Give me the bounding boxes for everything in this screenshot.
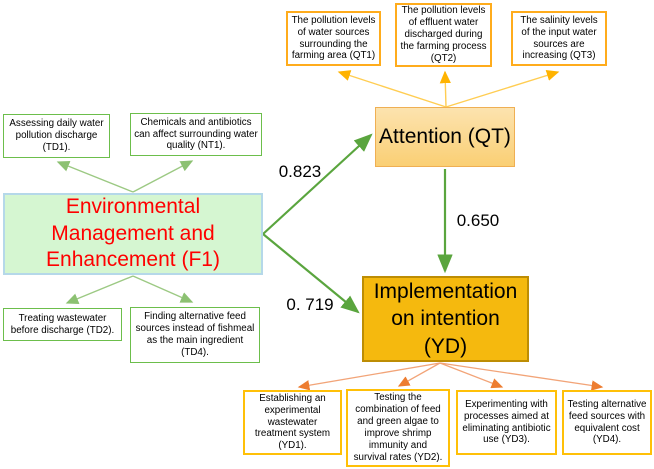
arrow-yd-to-yd2 [397, 362, 441, 387]
arrow-f1-to-qt [262, 133, 373, 235]
indicator-td1: Assessing daily water pollution discharg… [3, 114, 110, 158]
indicator-yd3: Experimenting with processes aimed at el… [456, 390, 557, 455]
arrow-qt-to-qt2 [439, 70, 451, 108]
indicator-nt1: Chemicals and antibiotics can affect sur… [130, 113, 262, 156]
node-attention-qt: Attention (QT) [375, 107, 515, 167]
indicator-qt3: The salinity levels of the input water s… [511, 11, 607, 66]
node-implementation-yd: Implementation on intention (YD) [362, 276, 529, 362]
indicator-yd1: Establishing an experimental wastewater … [243, 390, 342, 455]
arrow-yd-to-yd3 [439, 362, 504, 389]
indicator-qt1: The pollution levels of water sources su… [286, 11, 381, 66]
arrow-yd-to-yd4 [439, 362, 604, 391]
indicator-yd2: Testing the combination of feed and gree… [346, 389, 450, 467]
arrow-yd-to-yd1 [297, 362, 441, 391]
arrow-f1-to-td1 [56, 160, 134, 193]
coefficient-qt-to-yd: 0.650 [456, 211, 500, 230]
indicator-qt2: The pollution levels of effluent water d… [395, 3, 492, 67]
arrow-qt-to-qt1 [337, 70, 447, 108]
arrow-qt-to-qt3 [445, 69, 560, 108]
arrow-f1-to-nt1 [132, 160, 194, 193]
arrow-f1-to-yd [262, 233, 360, 314]
node-environmental-management-f1: Environmental Management and Enhancement… [3, 193, 263, 275]
indicator-td2: Treating wastewater before discharge (TD… [3, 308, 122, 341]
coefficient-f1-to-yd: 0. 719 [286, 295, 334, 314]
coefficient-f1-to-qt: 0.823 [278, 162, 322, 181]
indicator-td4: Finding alternative feed sources instead… [130, 307, 260, 363]
arrow-f1-to-td4 [132, 275, 194, 303]
arrow-f1-to-td2 [65, 275, 134, 304]
indicator-yd4: Testing alternative feed sources with eq… [562, 390, 652, 455]
